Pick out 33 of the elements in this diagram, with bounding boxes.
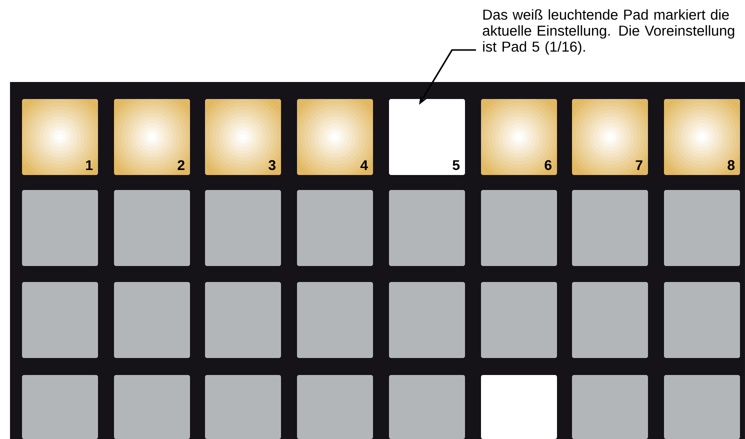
pad: 6 [481, 99, 557, 175]
pad: 5 [389, 99, 465, 175]
pad: 4 [297, 99, 373, 175]
callout-text: Das weiß leuchtende Pad markiert die aktuelle Einstellung. Die Voreinstellung ist Pad 5 (1/16). [482, 9, 734, 55]
pad [297, 282, 373, 358]
pad [114, 282, 190, 358]
pad [572, 374, 648, 439]
pad [481, 374, 557, 439]
pad: 1 [22, 99, 98, 175]
pad [22, 374, 98, 439]
pad [481, 190, 557, 266]
pad [572, 282, 648, 358]
pad [481, 282, 557, 358]
pad [22, 282, 98, 358]
pad: 3 [205, 99, 281, 175]
pad [389, 282, 465, 358]
pad [205, 282, 281, 358]
pad [22, 190, 98, 266]
pad [114, 374, 190, 439]
pad [297, 190, 373, 266]
pad [572, 190, 648, 266]
pad [664, 190, 740, 266]
pad [664, 374, 740, 439]
pad [389, 190, 465, 266]
pad [114, 190, 190, 266]
pad [664, 282, 740, 358]
pad [389, 374, 465, 439]
pad [297, 374, 373, 439]
pad [205, 190, 281, 266]
pad [205, 374, 281, 439]
pad: 8 [664, 99, 740, 175]
pad: 7 [572, 99, 648, 175]
pad: 2 [114, 99, 190, 175]
